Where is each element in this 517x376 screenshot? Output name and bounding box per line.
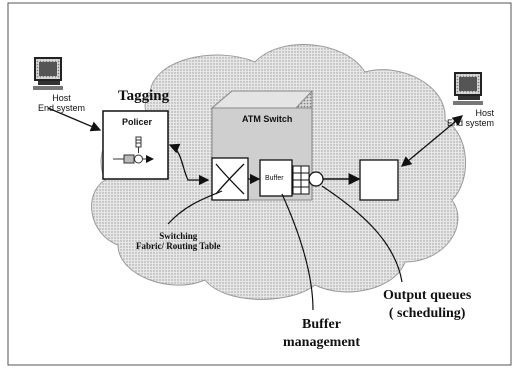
output-port-box: [359, 159, 399, 201]
tagging-label: Tagging: [118, 88, 170, 104]
policer-label: Policer: [122, 117, 153, 127]
host-left-label: Host End system: [38, 93, 86, 114]
buffer-management-label: Buffer management: [283, 317, 360, 350]
token-bucket-icon: [113, 136, 154, 164]
buffer-label: Buffer: [265, 175, 284, 182]
output-queue-cells: [292, 165, 310, 195]
diagram-frame: [7, 2, 512, 366]
switching-callout-line: [167, 190, 223, 225]
host-right-label: Host End system: [447, 108, 495, 129]
host-left-icon: [33, 57, 63, 90]
output-queues-label: Output queues ( scheduling): [383, 288, 472, 321]
output-to-host-arrow: [401, 115, 463, 167]
host-to-policer-arrow: [47, 107, 102, 132]
host-right-icon: [453, 72, 483, 105]
buffer-box: [259, 159, 293, 197]
output-queues-callout-line: [321, 185, 403, 283]
atm-switch-label: ATM Switch: [242, 114, 293, 124]
switching-fabric-label: Switching Fabric/ Routing Table: [136, 231, 221, 252]
scheduler-circle: [308, 171, 324, 187]
buffer-management-callout-line: [281, 193, 314, 311]
switching-fabric-box: [211, 157, 249, 201]
policer-to-switch-arrow: [168, 143, 210, 186]
